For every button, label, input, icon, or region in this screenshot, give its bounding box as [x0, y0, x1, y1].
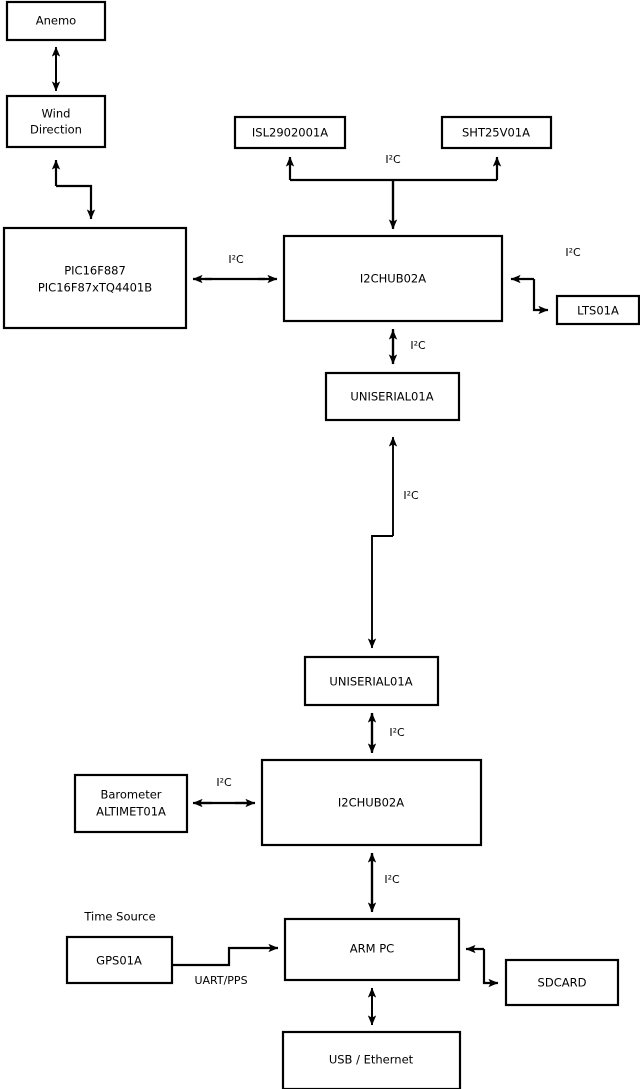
node-lts01a-label: LTS01A: [577, 304, 619, 318]
node-pic16f887-label-line2: PIC16F87xTQ4401B: [38, 281, 152, 295]
edge-labels-layer: I²C I²C I²C I²C I²C I²C I²C I²C UART/PPS: [194, 153, 581, 987]
node-uniserial01a-top[interactable]: UNISERIAL01A: [324, 371, 461, 422]
node-uniserial01a-bottom-label: UNISERIAL01A: [329, 675, 412, 689]
node-i2chub02a-top[interactable]: I2CHUB02A: [282, 234, 504, 323]
label-time-source: Time Source: [83, 910, 155, 924]
node-uniserial01a-top-label: UNISERIAL01A: [350, 390, 433, 404]
node-wind-direction-label-line2: Direction: [30, 123, 82, 137]
node-sdcard[interactable]: SDCARD: [504, 958, 620, 1007]
node-uniserial01a-bottom[interactable]: UNISERIAL01A: [303, 655, 440, 707]
edge-label-i2c-hub-uni: I²C: [410, 339, 426, 352]
edge-label-i2c-barometer: I²C: [216, 776, 232, 789]
free-labels-layer: Time Source: [83, 910, 155, 924]
edge-label-i2c-pic-hub: I²C: [228, 253, 244, 266]
edge-armpc-sdcard: [482, 949, 499, 988]
node-i2chub02a-bottom[interactable]: I2CHUB02A: [260, 758, 483, 847]
edge-label-i2c-top-bus: I²C: [385, 153, 401, 166]
node-sdcard-label: SDCARD: [538, 976, 587, 990]
node-barometer-label-line1: Barometer: [100, 788, 161, 802]
edge-label-i2c-hub-arm: I²C: [384, 873, 400, 886]
node-anemo[interactable]: Anemo: [5, 0, 107, 42]
node-isl2902001a[interactable]: ISL2902001A: [233, 115, 347, 150]
node-i2chub02a-bottom-label: I2CHUB02A: [338, 796, 404, 810]
edge-label-i2c-uni-hub2: I²C: [389, 726, 405, 739]
node-pic16f887[interactable]: PIC16F887 PIC16F87xTQ4401B: [2, 226, 188, 330]
edge-wind-pic-elbow: [56, 184, 96, 220]
node-gps01a-label: GPS01A: [96, 954, 142, 968]
node-isl2902001a-label: ISL2902001A: [252, 126, 328, 140]
node-i2chub02a-top-label: I2CHUB02A: [360, 272, 426, 286]
edge-hub-lts: [532, 279, 549, 315]
edge-label-i2c-lts: I²C: [565, 246, 581, 259]
node-usb-ethernet[interactable]: USB / Ethernet: [281, 1030, 462, 1089]
node-anemo-label: Anemo: [36, 14, 76, 28]
edge-label-i2c-uni-uni: I²C: [403, 489, 419, 502]
node-wind-direction[interactable]: Wind Direction: [5, 94, 107, 149]
edge-label-uart-pps: UART/PPS: [194, 974, 247, 987]
edges-layer: [51, 46, 549, 1026]
node-pic16f887-label-line1: PIC16F887: [64, 264, 126, 278]
node-sht25v01a[interactable]: SHT25V01A: [440, 115, 553, 150]
node-lts01a[interactable]: LTS01A: [555, 294, 640, 326]
node-gps01a[interactable]: GPS01A: [65, 935, 174, 985]
node-usb-ethernet-label: USB / Ethernet: [329, 1053, 414, 1067]
edge-gps-armpc: [172, 943, 279, 967]
node-sht25v01a-label: SHT25V01A: [462, 126, 530, 140]
node-barometer[interactable]: Barometer ALTIMET01A: [73, 773, 189, 834]
node-arm-pc-label: ARM PC: [350, 942, 394, 956]
node-arm-pc[interactable]: ARM PC: [283, 917, 461, 982]
edge-uni-uni-down: [367, 535, 393, 649]
node-barometer-label-line2: ALTIMET01A: [96, 805, 166, 819]
node-wind-direction-label-line1: Wind: [42, 107, 71, 121]
